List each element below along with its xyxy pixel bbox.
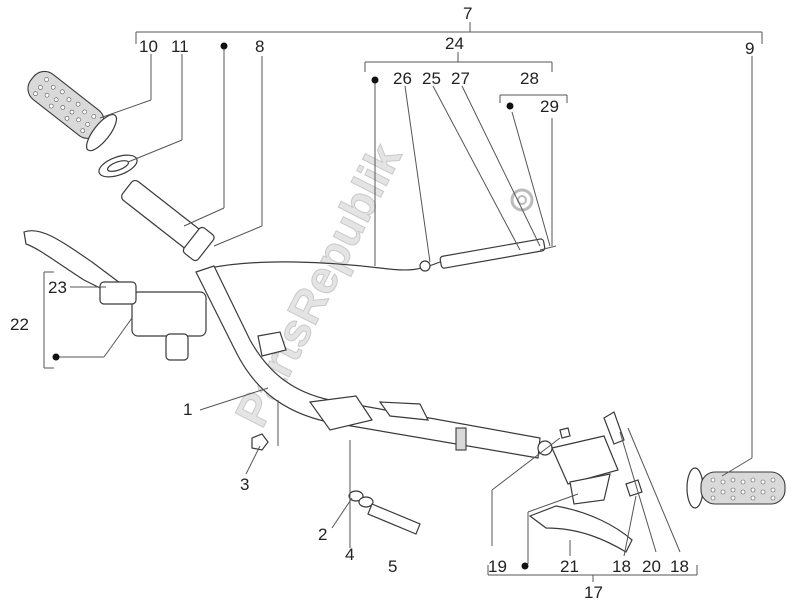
callout-8: 8 bbox=[255, 37, 264, 56]
callout-22: 22 bbox=[10, 315, 29, 334]
callout-5: 5 bbox=[388, 557, 397, 576]
cable-adjuster bbox=[419, 238, 557, 272]
right-brake-lever bbox=[528, 505, 633, 553]
callout-labels: 7 10 11 8 24 9 26 25 27 28 29 23 22 1 3 … bbox=[10, 4, 754, 600]
bullets bbox=[52, 42, 529, 570]
bracket-22 bbox=[43, 271, 54, 369]
callout-20: 20 bbox=[642, 557, 661, 576]
throttle-sleeve bbox=[121, 179, 215, 262]
callout-9: 9 bbox=[745, 39, 754, 58]
callout-17: 17 bbox=[584, 583, 603, 600]
watermark-gear-icon bbox=[510, 188, 534, 212]
nut-3 bbox=[251, 433, 269, 451]
watermark: PartsRepublik bbox=[224, 134, 412, 435]
callout-26: 26 bbox=[393, 69, 412, 88]
left-grip bbox=[27, 70, 118, 152]
callout-7: 7 bbox=[463, 4, 472, 23]
right-switch-housing bbox=[551, 435, 619, 505]
callout-29: 29 bbox=[540, 97, 559, 116]
screws-18-19-20 bbox=[559, 411, 643, 497]
master-cylinder bbox=[99, 281, 207, 361]
left-washer bbox=[98, 154, 138, 178]
bolt-5 bbox=[367, 503, 421, 535]
bracket-17 bbox=[487, 565, 698, 582]
handlebar-tube bbox=[195, 265, 541, 459]
bracket-28 bbox=[499, 94, 568, 103]
callout-27: 27 bbox=[451, 69, 470, 88]
bracket-24 bbox=[364, 52, 553, 72]
callout-3: 3 bbox=[240, 475, 249, 494]
right-grip bbox=[686, 467, 786, 509]
callout-18b: 18 bbox=[670, 557, 689, 576]
bracket-7 bbox=[135, 22, 763, 44]
callout-28: 28 bbox=[520, 69, 539, 88]
callout-1: 1 bbox=[183, 400, 192, 419]
leader-lines bbox=[54, 48, 753, 564]
callout-19: 19 bbox=[488, 557, 507, 576]
callout-23: 23 bbox=[48, 278, 67, 297]
callout-10: 10 bbox=[139, 37, 158, 56]
callout-24: 24 bbox=[445, 34, 464, 53]
callout-4: 4 bbox=[345, 545, 354, 564]
watermark-text: PartsRepublik bbox=[225, 135, 412, 435]
callout-21: 21 bbox=[560, 557, 579, 576]
throttle-cable bbox=[209, 261, 441, 271]
callout-2: 2 bbox=[318, 525, 327, 544]
callout-18a: 18 bbox=[612, 557, 631, 576]
callout-25: 25 bbox=[422, 69, 441, 88]
callout-11: 11 bbox=[171, 37, 189, 56]
handlebar-bracket bbox=[257, 331, 467, 451]
washers-2-4 bbox=[348, 490, 374, 508]
